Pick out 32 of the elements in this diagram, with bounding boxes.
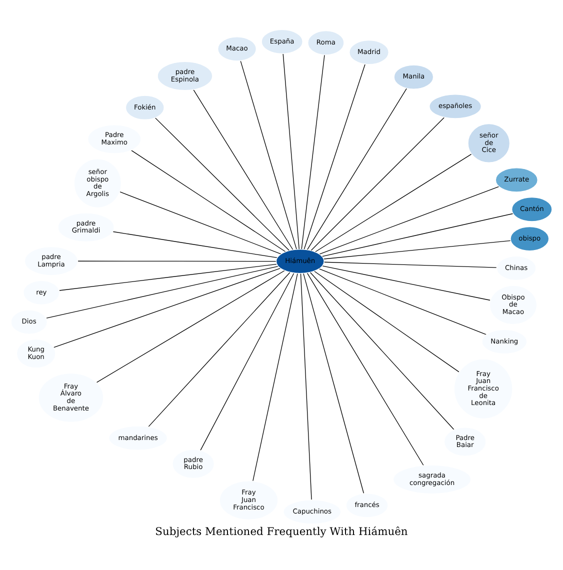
connector [318, 268, 487, 334]
connector [148, 272, 290, 427]
connector [304, 63, 366, 250]
connector [200, 272, 294, 450]
connector [53, 267, 281, 348]
connector [120, 191, 282, 254]
connector [240, 60, 297, 250]
connector [130, 149, 286, 252]
connector [324, 261, 497, 268]
connector [154, 116, 290, 250]
connector [303, 272, 364, 494]
connector [301, 54, 325, 250]
connector [252, 272, 298, 481]
connector [306, 272, 424, 466]
connector [59, 263, 278, 290]
connector [193, 88, 294, 250]
connector [319, 186, 500, 254]
connector [310, 116, 445, 250]
connector [46, 265, 279, 318]
connector [300, 272, 312, 500]
diagram-title: Subjects Mentioned Frequently With Hiámuên [155, 524, 408, 538]
connector [306, 87, 408, 250]
connector [324, 240, 511, 259]
connector [314, 270, 460, 372]
connector [77, 260, 276, 262]
connector [322, 212, 514, 256]
connector [322, 265, 490, 300]
connector [282, 52, 300, 250]
connector [96, 270, 285, 382]
connector [314, 153, 472, 252]
connector [112, 230, 278, 258]
connector [310, 272, 454, 430]
